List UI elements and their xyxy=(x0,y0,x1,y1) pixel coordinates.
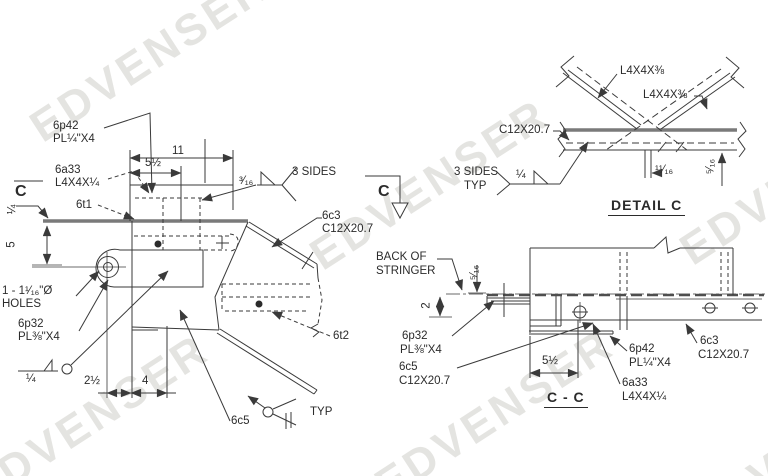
label-c12x20-7-c5: C12X20.7 xyxy=(399,375,451,387)
dim-11: 11 xyxy=(172,145,184,157)
dim-2-cc: 2 xyxy=(420,302,433,309)
weld-symbol-typ xyxy=(247,396,296,429)
dim-5-half: 5½ xyxy=(145,157,161,169)
weld-note-typ: TYP xyxy=(310,406,333,418)
left-section-leaders xyxy=(76,113,330,421)
dim-2-half: 2½ xyxy=(84,375,100,387)
dim-5-16-detail: ⁵⁄₁₆ xyxy=(704,158,717,175)
weld-symbol-quarter-3-sides-typ xyxy=(497,141,588,195)
label-channel-c12x20-7: C12X20.7 xyxy=(499,124,551,136)
section-cc-geometry xyxy=(446,237,766,334)
weld-symbol-quarter-all-around xyxy=(18,270,169,374)
label-l4x4x14-cc: L4X4X¼ xyxy=(622,391,667,403)
label-l4x4x14: L4X4X¼ xyxy=(55,177,100,189)
weld-size-quarter: ¼ xyxy=(26,373,36,385)
dim-5-half-cc: 5½ xyxy=(542,355,558,367)
label-angle-left-l4x4x38: L4X4X⅜ xyxy=(620,65,665,77)
label-6p32-cc: 6p32 xyxy=(402,330,428,342)
label-holes-size: 1 - 1¹⁄₁₆"Ø xyxy=(2,285,53,297)
weld-symbol-3-16-3-sides xyxy=(201,168,296,202)
label-6c3-cc: 6c3 xyxy=(700,335,719,347)
left-section-dimensions xyxy=(14,153,234,398)
label-c12x20-7-c3: C12X20.7 xyxy=(698,349,750,361)
label-pl14x4-cc: PL¼"X4 xyxy=(629,357,671,369)
label-pl38x4: PL⅜"X4 xyxy=(18,331,60,343)
label-6c5-cc: 6c5 xyxy=(399,361,418,373)
section-cut-letter-c-right: C xyxy=(378,183,390,200)
title-section-cc: C - C xyxy=(544,389,588,408)
dim-11-16: ¹¹⁄₁₆ xyxy=(655,164,674,176)
left-section-geometry xyxy=(32,139,322,398)
label-pl38x4-cc: PL⅜"X4 xyxy=(400,344,442,356)
section-cut-letter-c-left: C xyxy=(15,183,27,200)
label-6p42-cc: 6p42 xyxy=(629,343,655,355)
label-6p42: 6p42 xyxy=(53,120,79,132)
label-6t1: 6t1 xyxy=(76,199,92,211)
detail-c-geometry xyxy=(365,56,746,218)
title-detail-c: DETAIL C xyxy=(608,197,686,216)
weld-note-3-sides: 3 SIDES xyxy=(292,166,337,178)
label-6c3: 6c3 xyxy=(322,210,341,222)
label-c12x20-7: C12X20.7 xyxy=(322,223,374,235)
label-angle-right-l4x4x38: L4X4X⅜ xyxy=(643,89,688,101)
label-6a33: 6a33 xyxy=(55,164,81,176)
label-stringer: STRINGER xyxy=(376,265,436,277)
label-6a33-cc: 6a33 xyxy=(622,377,648,389)
weld-size-quarter-detail: ¼ xyxy=(516,169,526,181)
dim-flange-thickness: ¼ xyxy=(6,204,19,215)
label-6p32: 6p32 xyxy=(18,318,44,330)
weld-note-3-sides-detail: 3 SIDES xyxy=(454,166,499,178)
label-6t2: 6t2 xyxy=(333,330,349,342)
dim-5-16-cc: ⁵⁄₁₆ xyxy=(468,264,481,281)
weld-size-3-16: ³⁄₁₆ xyxy=(239,175,254,187)
dim-4: 4 xyxy=(142,375,149,387)
weld-note-typ-detail: TYP xyxy=(464,180,487,192)
label-pl14x4: PL¼"X4 xyxy=(53,133,95,145)
label-6c5: 6c5 xyxy=(231,415,250,427)
label-back-of: BACK OF xyxy=(376,251,427,263)
dim-edge-distance: 5 xyxy=(5,241,18,248)
label-holes: HOLES xyxy=(2,298,41,310)
section-cc-leaders xyxy=(437,259,697,384)
section-cc-dimensions xyxy=(429,265,579,378)
